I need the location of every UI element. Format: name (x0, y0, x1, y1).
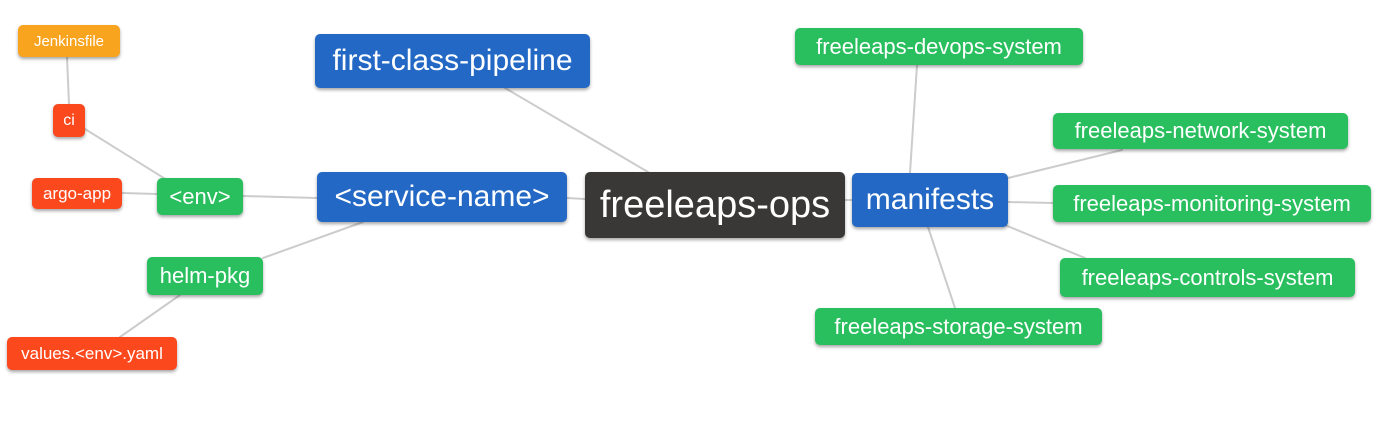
node-argo-app[interactable]: argo-app (32, 178, 122, 209)
edge-manifests-to-freeleaps-controls-system (1004, 224, 1086, 259)
edge-values-env-yaml-to-helm-pkg (119, 294, 181, 338)
node-ci[interactable]: ci (53, 104, 85, 137)
node-values-env-yaml[interactable]: values.<env>.yaml (7, 337, 177, 370)
node-service-name[interactable]: <service-name> (317, 172, 567, 222)
edge-first-class-pipeline-to-freeleaps-ops (504, 87, 649, 173)
node-freeleaps-network-system[interactable]: freeleaps-network-system (1053, 113, 1348, 149)
node-env[interactable]: <env> (157, 178, 243, 215)
node-jenkinsfile[interactable]: Jenkinsfile (18, 25, 120, 57)
edge-manifests-to-freeleaps-storage-system (927, 226, 956, 309)
edge-ci-to-env (84, 128, 168, 181)
node-freeleaps-devops-system[interactable]: freeleaps-devops-system (795, 28, 1083, 65)
node-helm-pkg[interactable]: helm-pkg (147, 257, 263, 295)
node-first-class-pipeline[interactable]: first-class-pipeline (315, 34, 590, 88)
edge-manifests-to-freeleaps-monitoring-system (1007, 201, 1054, 204)
node-freeleaps-controls-system[interactable]: freeleaps-controls-system (1060, 258, 1355, 297)
edge-env-to-service-name (242, 195, 318, 199)
node-freeleaps-ops[interactable]: freeleaps-ops (585, 172, 845, 238)
edge-manifests-to-freeleaps-network-system (1007, 149, 1123, 179)
edge-service-name-to-freeleaps-ops (566, 197, 586, 200)
edge-argo-app-to-env (121, 192, 158, 195)
node-freeleaps-storage-system[interactable]: freeleaps-storage-system (815, 308, 1102, 345)
edge-jenkinsfile-to-ci (66, 56, 70, 105)
edge-helm-pkg-to-service-name (262, 221, 364, 259)
node-freeleaps-monitoring-system[interactable]: freeleaps-monitoring-system (1053, 185, 1371, 222)
node-manifests[interactable]: manifests (852, 173, 1008, 227)
edge-freeleaps-devops-system-to-manifests (909, 64, 918, 174)
